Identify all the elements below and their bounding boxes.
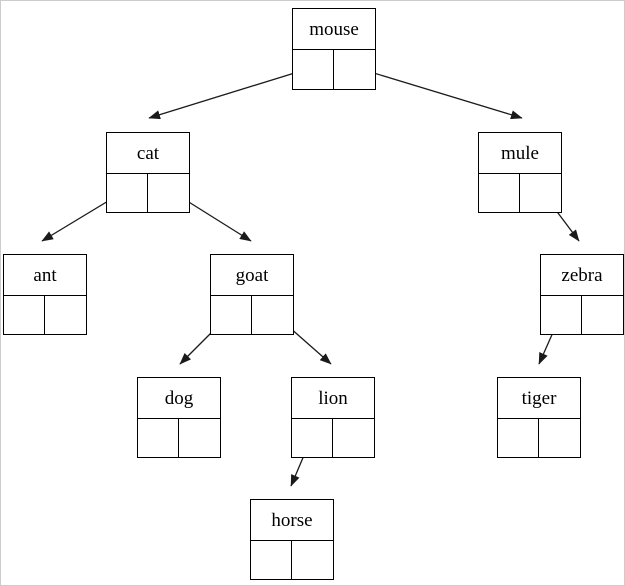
node-label-horse: horse [251, 500, 333, 541]
node-pointers-zebra [541, 296, 623, 334]
right-pointer-cell-lion[interactable] [333, 419, 374, 457]
left-pointer-cell-tiger[interactable] [498, 419, 539, 457]
right-pointer-cell-horse[interactable] [292, 541, 333, 579]
node-label-mule: mule [479, 133, 561, 174]
left-pointer-cell-zebra[interactable] [541, 296, 582, 334]
left-pointer-cell-lion[interactable] [292, 419, 333, 457]
left-pointer-cell-goat[interactable] [211, 296, 252, 334]
node-label-tiger: tiger [498, 378, 580, 419]
node-pointers-ant [4, 296, 86, 334]
left-pointer-cell-cat[interactable] [107, 174, 148, 212]
tree-node-mouse[interactable]: mouse [292, 8, 376, 90]
left-pointer-cell-mouse[interactable] [293, 50, 334, 89]
right-pointer-cell-dog[interactable] [179, 419, 220, 457]
tree-edge-mouse-mule [353, 66, 523, 120]
node-label-ant: ant [4, 255, 86, 296]
node-label-mouse: mouse [293, 9, 375, 50]
node-pointers-lion [292, 419, 374, 457]
tree-node-zebra[interactable]: zebra [540, 254, 624, 335]
right-pointer-cell-mule[interactable] [520, 174, 561, 212]
node-label-zebra: zebra [541, 255, 623, 296]
node-pointers-goat [211, 296, 293, 334]
tree-node-horse[interactable]: horse [250, 499, 334, 580]
tree-node-cat[interactable]: cat [106, 132, 190, 213]
tree-node-lion[interactable]: lion [291, 377, 375, 458]
tree-node-ant[interactable]: ant [3, 254, 87, 335]
tree-edge-mouse-cat [148, 66, 315, 120]
right-pointer-cell-goat[interactable] [252, 296, 293, 334]
right-pointer-cell-ant[interactable] [45, 296, 86, 334]
left-pointer-cell-horse[interactable] [251, 541, 292, 579]
node-pointers-mule [479, 174, 561, 212]
node-pointers-horse [251, 541, 333, 579]
node-pointers-dog [138, 419, 220, 457]
node-label-dog: dog [138, 378, 220, 419]
node-label-lion: lion [292, 378, 374, 419]
tree-node-mule[interactable]: mule [478, 132, 562, 213]
node-pointers-tiger [498, 419, 580, 457]
right-pointer-cell-cat[interactable] [148, 174, 189, 212]
right-pointer-cell-tiger[interactable] [539, 419, 580, 457]
node-pointers-cat [107, 174, 189, 212]
right-pointer-cell-mouse[interactable] [334, 50, 375, 89]
left-pointer-cell-ant[interactable] [4, 296, 45, 334]
tree-node-tiger[interactable]: tiger [497, 377, 581, 458]
node-pointers-mouse [293, 50, 375, 89]
tree-node-goat[interactable]: goat [210, 254, 294, 335]
tree-node-dog[interactable]: dog [137, 377, 221, 458]
right-pointer-cell-zebra[interactable] [582, 296, 623, 334]
left-pointer-cell-mule[interactable] [479, 174, 520, 212]
node-label-goat: goat [211, 255, 293, 296]
left-pointer-cell-dog[interactable] [138, 419, 179, 457]
node-label-cat: cat [107, 133, 189, 174]
